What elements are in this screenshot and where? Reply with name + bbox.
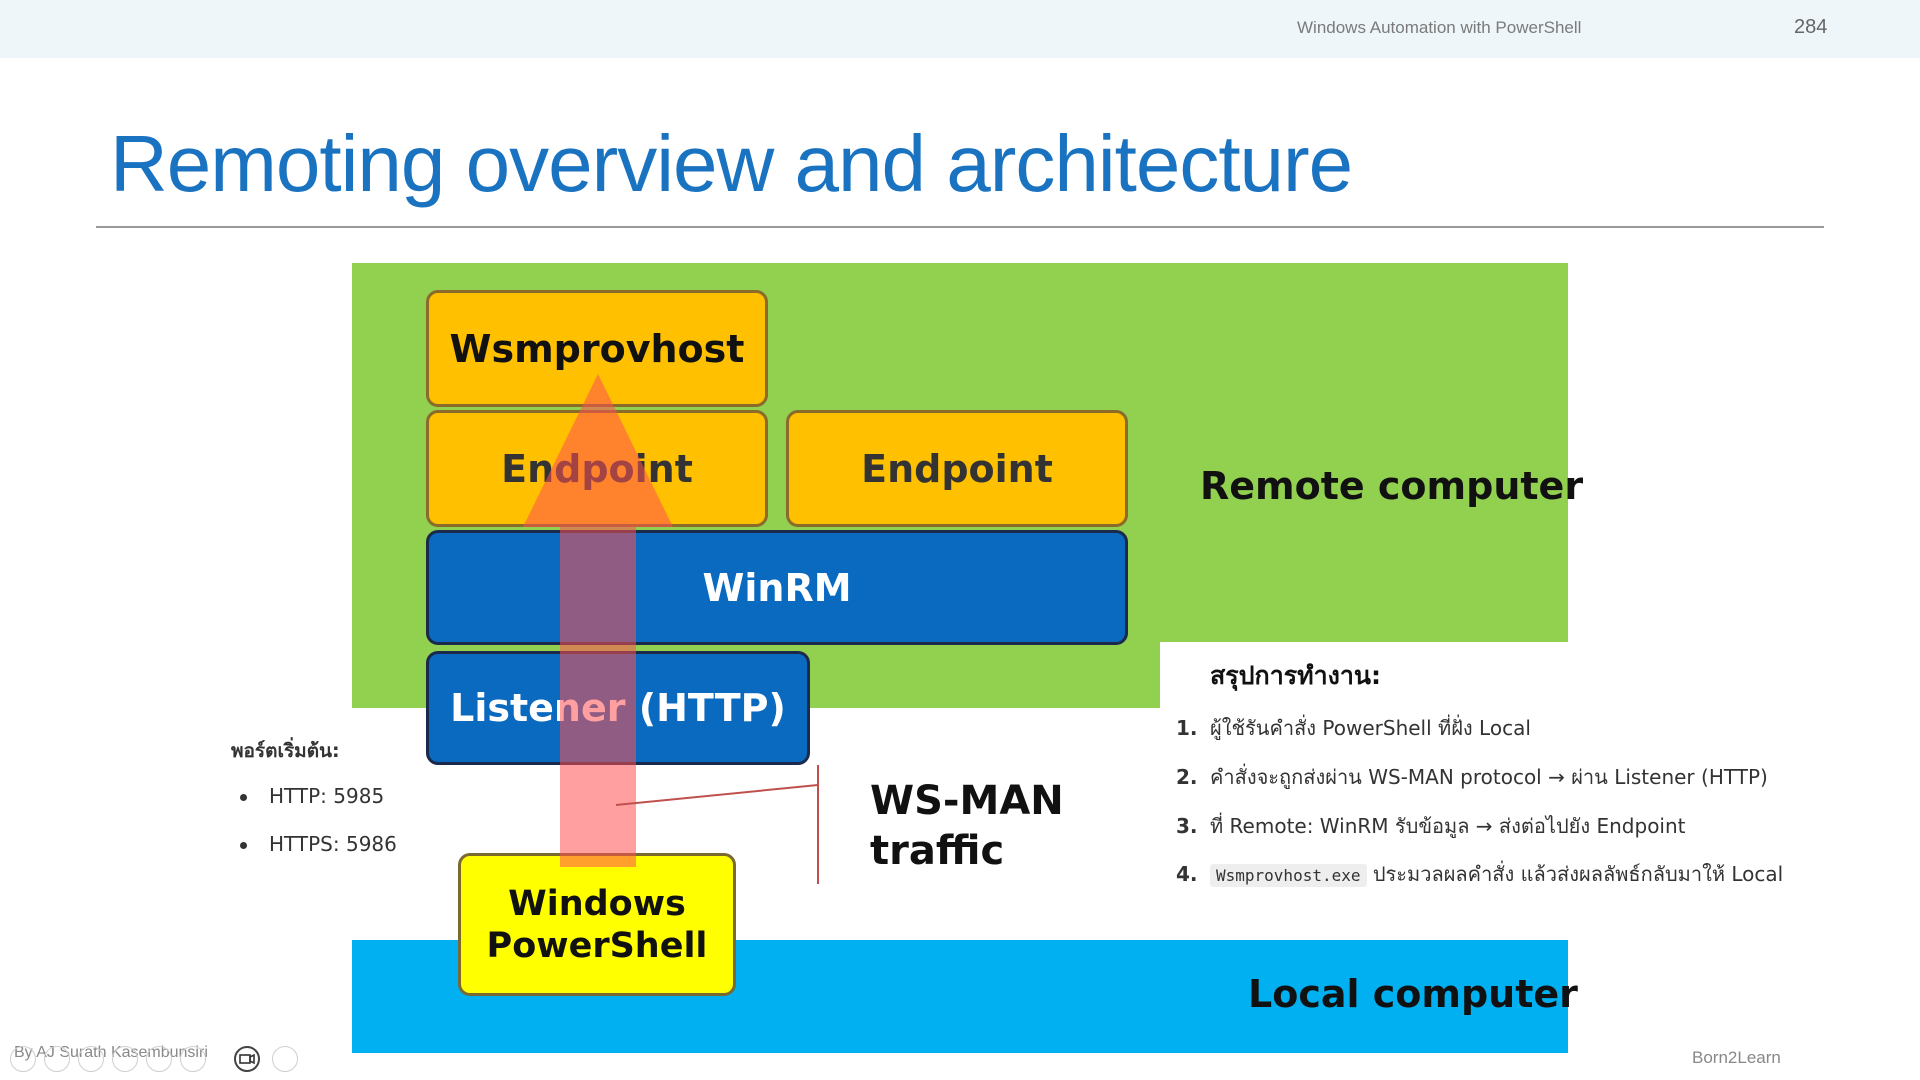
- port-item: HTTP: 5985: [240, 784, 384, 808]
- wsmprovhost-label: Wsmprovhost: [449, 326, 745, 371]
- zoom-icon[interactable]: [146, 1046, 172, 1072]
- summary-text: คำสั่งจะถูกส่งผ่าน WS-MAN protocol → ผ่า…: [1210, 765, 1768, 789]
- wsman-traffic-label: WS-MAN traffic: [870, 776, 1064, 876]
- summary-code: Wsmprovhost.exe: [1210, 864, 1367, 887]
- summary-item: 4. Wsmprovhost.exe ประมวลผลคำสั่ง แล้วส่ง…: [1176, 858, 1783, 890]
- brand-label: Born2Learn: [1692, 1048, 1781, 1067]
- bullet-icon: [240, 842, 247, 849]
- summary-item: 1. ผู้ใช้รันคำสั่ง PowerShell ที่ฝั่ง Loc…: [1176, 712, 1531, 744]
- summary-num: 1.: [1176, 716, 1198, 740]
- endpoint-box-2: Endpoint: [786, 410, 1128, 527]
- powershell-box: Windows PowerShell: [458, 853, 736, 996]
- ports-title: พอร์ตเริ่มต้น:: [231, 740, 340, 762]
- camera-glyph: [239, 1053, 255, 1065]
- prev-icon[interactable]: [10, 1046, 36, 1072]
- pen-icon[interactable]: [44, 1046, 70, 1072]
- summary-title: สรุปการทำงาน:: [1210, 661, 1382, 690]
- summary-num: 4.: [1176, 862, 1198, 886]
- subtitles-icon[interactable]: [180, 1046, 206, 1072]
- wsman-label-line2: traffic: [870, 828, 1005, 874]
- highlighter-icon[interactable]: [78, 1046, 104, 1072]
- summary-item: 3. ที่ Remote: WinRM รับข้อมูล → ส่งต่อไป…: [1176, 810, 1686, 842]
- summary-text: ประมวลผลคำสั่ง แล้วส่งผลลัพธ์กลับมาให้ L…: [1372, 862, 1784, 886]
- summary-text: ที่ Remote: WinRM รับข้อมูล → ส่งต่อไปยั…: [1210, 814, 1686, 838]
- header-bar: Windows Automation with PowerShell 284: [0, 0, 1920, 58]
- powershell-label-line1: Windows: [508, 883, 686, 924]
- endpoint-label-2: Endpoint: [861, 446, 1053, 491]
- port-text: HTTPS: 5986: [269, 832, 397, 856]
- remote-computer-label: Remote computer: [1200, 464, 1584, 508]
- slides-icon[interactable]: [112, 1046, 138, 1072]
- slide-title: Remoting overview and architecture: [110, 119, 1353, 208]
- summary-num: 3.: [1176, 814, 1198, 838]
- page-number: 284: [1794, 16, 1828, 38]
- summary-item: 2. คำสั่งจะถูกส่งผ่าน WS-MAN protocol → ผ…: [1176, 761, 1768, 793]
- deck-title: Windows Automation with PowerShell: [1297, 18, 1582, 37]
- more-icon[interactable]: [272, 1046, 298, 1072]
- flow-arrow: [523, 374, 673, 867]
- wsman-label-line1: WS-MAN: [870, 778, 1064, 824]
- winrm-label: WinRM: [702, 565, 852, 610]
- winrm-box: WinRM: [426, 530, 1128, 645]
- port-item: HTTPS: 5986: [240, 832, 397, 856]
- summary-text: ผู้ใช้รันคำสั่ง PowerShell ที่ฝั่ง Local: [1210, 716, 1531, 740]
- wsman-connector: [615, 784, 819, 806]
- camera-icon[interactable]: [234, 1046, 260, 1072]
- local-computer-label: Local computer: [1248, 972, 1578, 1016]
- powershell-label-line2: PowerShell: [486, 925, 708, 966]
- summary-num: 2.: [1176, 765, 1198, 789]
- title-divider: [96, 226, 1824, 228]
- summary-panel: [1160, 642, 1840, 892]
- bullet-icon: [240, 794, 247, 801]
- port-text: HTTP: 5985: [269, 784, 385, 808]
